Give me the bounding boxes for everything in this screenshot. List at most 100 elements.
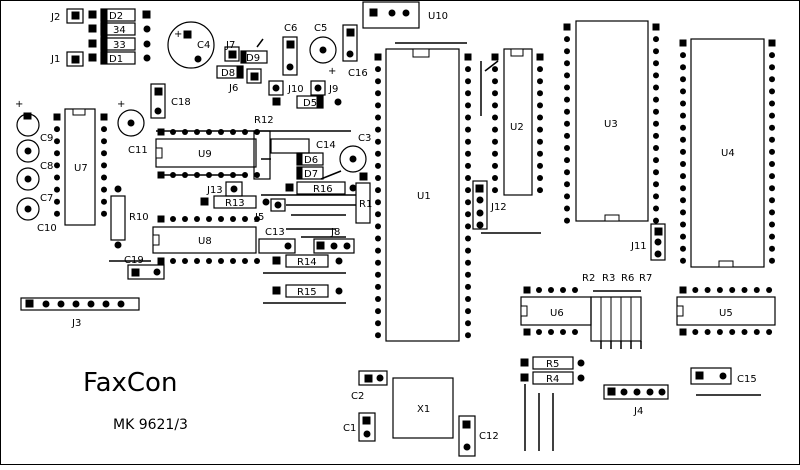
pin-pad — [679, 328, 687, 336]
pin-pad — [375, 66, 381, 73]
board-title: FaxCon — [83, 368, 177, 398]
pin-pad — [218, 129, 224, 135]
ic-u1 — [374, 48, 472, 342]
pin-pad — [704, 287, 711, 293]
pin-pad — [653, 60, 659, 67]
label-j10: J10 — [287, 84, 304, 95]
pin-pad — [564, 60, 570, 67]
pin-pad — [375, 211, 381, 218]
pin-pad — [572, 287, 578, 293]
pin-pad — [680, 257, 686, 264]
connector-j13 — [225, 181, 243, 197]
pin-pad — [523, 328, 531, 336]
pin-pad — [465, 235, 471, 242]
label-c15: C15 — [737, 374, 757, 385]
pin-pad — [537, 138, 543, 145]
pin-pad — [768, 39, 776, 47]
pin-pad — [465, 259, 471, 266]
label-c1: C1 — [343, 423, 356, 434]
pin-pad — [769, 148, 775, 155]
pin-pad — [769, 52, 775, 59]
pin-pad — [653, 72, 659, 79]
pin-pad — [679, 39, 687, 47]
label-d9: D9 — [246, 53, 260, 64]
pin-pad — [766, 329, 773, 335]
pin-pad — [692, 329, 699, 335]
pin-pad — [492, 90, 498, 97]
pin-pad — [564, 132, 570, 139]
pin-pad — [769, 257, 775, 264]
pin-pad — [653, 217, 659, 224]
label-j11: J11 — [630, 241, 647, 252]
pin-pad — [564, 36, 570, 43]
pin-pad — [101, 150, 107, 157]
pin-pad — [375, 308, 381, 315]
pin-pad — [537, 162, 543, 169]
label-d8: D8 — [221, 68, 235, 79]
labels: U1 U2 U3 U4 U5 U6 U7 U8 U9 U10 X1 J1 J2 … — [15, 11, 757, 442]
label-j12: J12 — [490, 202, 507, 213]
pin-pad — [653, 181, 659, 188]
pin-pad — [53, 113, 61, 121]
pin-pad — [242, 258, 248, 264]
pin-pad — [101, 186, 107, 193]
pin-pad — [741, 287, 748, 293]
capacitor-c18 — [150, 83, 166, 119]
pin-pad — [564, 108, 570, 115]
pin-pad — [375, 320, 381, 327]
pin-pad — [54, 198, 60, 205]
pin-pad — [769, 173, 775, 180]
pin-pad — [492, 175, 498, 181]
label-r13: R13 — [225, 198, 245, 209]
pin-pad — [564, 120, 570, 127]
label-d5: D5 — [303, 98, 317, 109]
ic-u3 — [563, 20, 660, 224]
traces — [109, 38, 761, 451]
pin-pad — [54, 186, 60, 193]
resistor-r5 — [520, 356, 585, 370]
connector-j12 — [472, 180, 488, 230]
pin-pad — [653, 145, 659, 151]
label-u5: U5 — [719, 308, 733, 319]
capacitor-c3 — [339, 145, 367, 173]
pin-pad — [254, 258, 260, 264]
pin-pad — [653, 96, 659, 103]
label-u9: U9 — [198, 149, 212, 160]
diode-d5 — [272, 95, 342, 109]
pin-pad — [729, 329, 736, 335]
pin-pad — [680, 124, 686, 131]
pin-pad — [375, 114, 381, 121]
ic-u8 — [152, 215, 260, 265]
pin-pad — [653, 108, 659, 115]
label-j13: J13 — [206, 185, 223, 196]
pin-pad — [766, 287, 773, 293]
pin-pad — [537, 187, 543, 194]
pin-pad — [101, 162, 107, 169]
pin-pad — [182, 216, 188, 222]
pin-pad — [560, 329, 566, 335]
pin-pad — [680, 64, 686, 71]
pin-pad — [242, 129, 248, 135]
label-r15: R15 — [297, 287, 317, 298]
label-r2: R2 — [582, 273, 595, 284]
pin-pad — [653, 157, 659, 164]
pin-pad — [564, 84, 570, 91]
pin-pad — [375, 78, 381, 85]
pin-pad — [465, 78, 471, 85]
capacitor-c1 — [358, 412, 376, 442]
pin-pad — [680, 76, 686, 83]
pin-pad — [653, 48, 659, 55]
label-x1: X1 — [417, 404, 430, 415]
pin-pad — [769, 64, 775, 71]
pin-pad — [653, 169, 659, 176]
connector-j5 — [270, 198, 286, 212]
pin-pad — [206, 258, 212, 264]
pin-pad — [492, 126, 498, 133]
pin-pad — [465, 271, 471, 278]
pin-pad — [375, 138, 381, 145]
connector-j9 — [310, 80, 326, 96]
pin-pad — [375, 102, 381, 109]
ic-u2 — [491, 48, 544, 196]
pin-pad — [680, 209, 686, 216]
pin-pad — [230, 129, 236, 135]
